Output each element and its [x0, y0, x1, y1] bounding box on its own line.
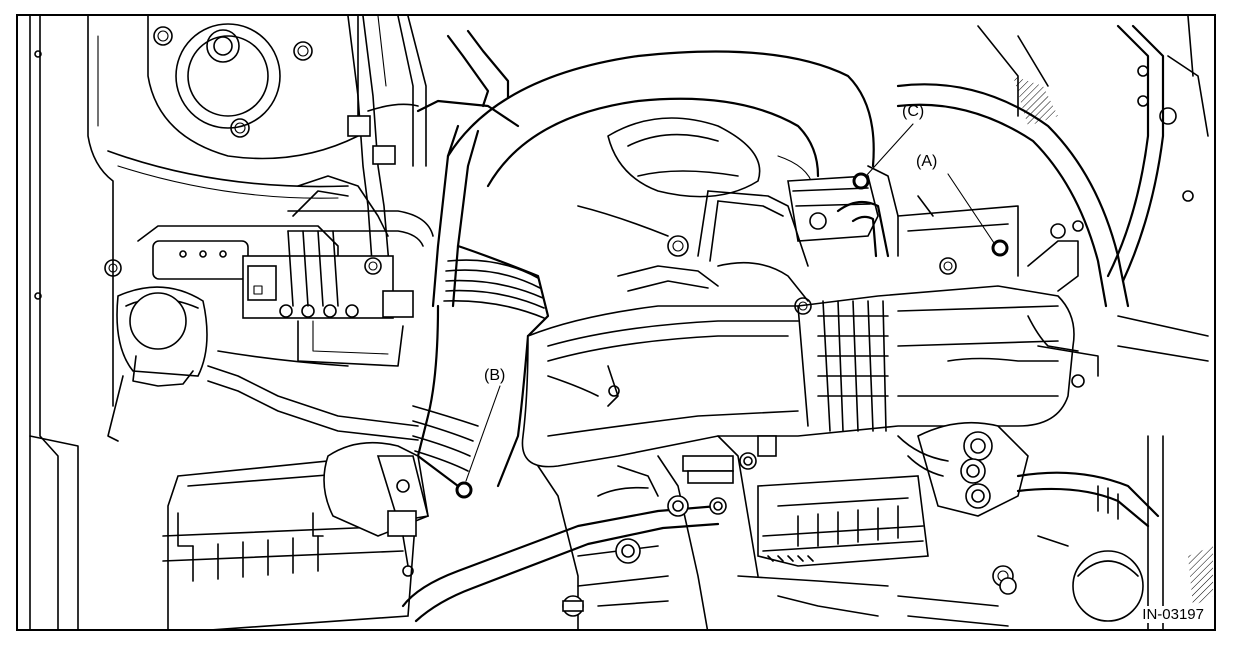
- intake-manifold: [521, 257, 1075, 468]
- coolant-hoses-left: [287, 29, 520, 308]
- alternator-and-pulleys: [757, 421, 1160, 622]
- throttle-body-area: [617, 175, 1019, 302]
- engine-bay-line-drawing: (A) (B) (C): [29, 16, 1213, 629]
- engine-block-lower: [401, 435, 1017, 629]
- callout-a-label: (A): [916, 153, 937, 170]
- brake-lines-and-abs-unit: [104, 16, 427, 367]
- brake-fluid-reservoir: [107, 286, 419, 442]
- callout-b-label: (B): [484, 367, 505, 384]
- intake-bellows-duct: [412, 244, 550, 488]
- callout-c-marker: (C): [852, 103, 924, 190]
- right-side-hoses: [896, 16, 1213, 629]
- callout-b-marker: (B): [455, 367, 505, 499]
- callout-c-label: (C): [902, 103, 924, 120]
- left-fender-panel: [29, 16, 114, 629]
- strut-tower-mount: [107, 16, 359, 199]
- figure-id-label: IN-03197: [1140, 606, 1206, 623]
- air-cleaner-housing: [162, 441, 429, 629]
- callout-a-marker: (A): [916, 153, 1009, 257]
- engine-bay-illustration-frame: (A) (B) (C) IN-03197: [16, 14, 1216, 631]
